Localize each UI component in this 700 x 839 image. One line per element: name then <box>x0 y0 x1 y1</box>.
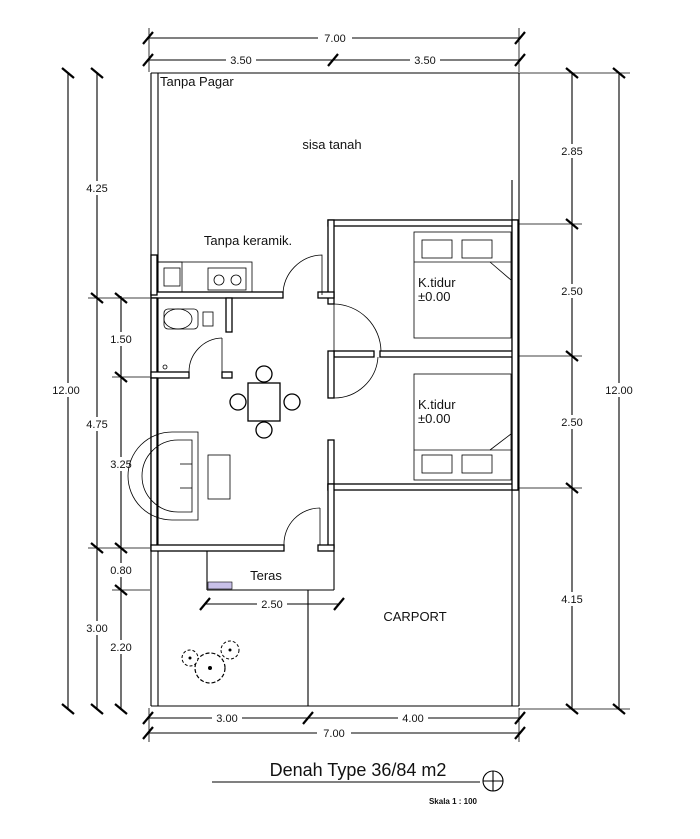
label-bedroom-2-level: ±0.00 <box>418 411 450 426</box>
label-bedroom-1-level: ±0.00 <box>418 289 450 304</box>
right-dimensions: 2.85 2.50 2.50 4.15 12.00 <box>519 67 639 715</box>
top-dimensions: 7.00 3.50 3.50 <box>142 28 526 72</box>
dining-set <box>229 365 301 439</box>
dim-bottom-right: 4.00 <box>402 713 423 725</box>
label-teras: Teras <box>250 568 282 583</box>
dim-right-total: 12.00 <box>605 385 633 397</box>
bedroom-2-bed <box>413 373 512 481</box>
kitchen-fixtures <box>157 261 253 293</box>
dim-top-left: 3.50 <box>230 55 251 67</box>
doors <box>188 254 382 546</box>
dim-left-inner-3: 0.80 <box>110 565 131 577</box>
terrace: 2.50 <box>199 551 345 706</box>
dim-top-right: 3.50 <box>414 55 435 67</box>
dim-top-total: 7.00 <box>324 33 345 45</box>
left-dimensions: 12.00 4.25 4.75 3.00 1.50 3.25 0.80 2.20 <box>48 67 150 715</box>
dim-right-3: 2.50 <box>561 417 582 429</box>
living-furniture <box>127 431 231 521</box>
bedroom-1-bed <box>413 231 512 339</box>
label-bedroom-2: K.tidur <box>418 397 456 412</box>
dim-right-2: 2.50 <box>561 286 582 298</box>
label-sisa-tanah: sisa tanah <box>302 137 361 152</box>
label-tanpa-pagar: Tanpa Pagar <box>160 74 234 89</box>
title-block: Denah Type 36/84 m2 Skala 1 : 100 <box>212 760 504 806</box>
dim-bottom-total: 7.00 <box>323 728 344 740</box>
dim-right-4: 4.15 <box>561 594 582 606</box>
dim-left-total: 12.00 <box>52 385 80 397</box>
dim-left-outer-2: 4.75 <box>86 419 107 431</box>
label-carport: CARPORT <box>383 609 446 624</box>
tree-icon <box>181 640 240 684</box>
dim-left-outer-1: 4.25 <box>86 183 107 195</box>
walls <box>150 219 519 552</box>
drawing-title: Denah Type 36/84 m2 <box>270 760 447 780</box>
label-tanpa-keramik: Tanpa keramik. <box>204 233 292 248</box>
dim-teras-width: 2.50 <box>261 599 282 611</box>
dim-bottom-left: 3.00 <box>216 713 237 725</box>
dim-right-1: 2.85 <box>561 146 582 158</box>
dim-left-outer-3: 3.00 <box>86 623 107 635</box>
dim-left-inner-1: 1.50 <box>110 334 131 346</box>
drawing-scale: Skala 1 : 100 <box>429 797 478 806</box>
dim-left-inner-2: 3.25 <box>110 459 131 471</box>
lot-boundary <box>150 72 520 707</box>
room-labels: Tanpa Pagar sisa tanah Tanpa keramik. K.… <box>160 74 456 624</box>
bathroom-fixtures <box>162 308 214 370</box>
bottom-dimensions: 3.00 4.00 7.00 <box>142 708 526 742</box>
dim-left-inner-4: 2.20 <box>110 642 131 654</box>
label-bedroom-1: K.tidur <box>418 275 456 290</box>
